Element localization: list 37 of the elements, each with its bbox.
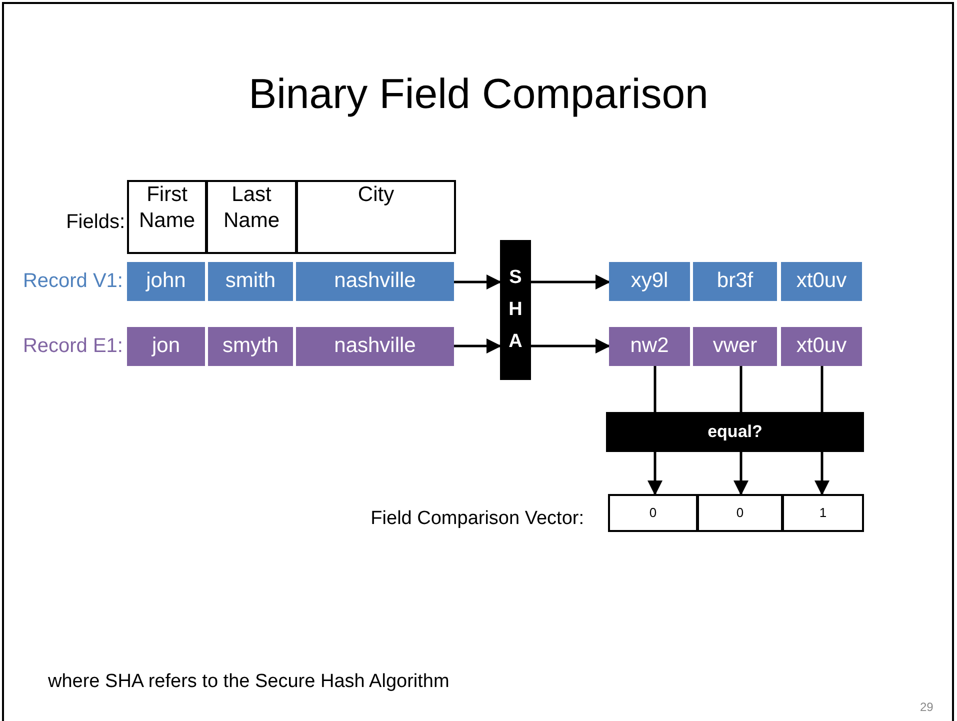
arrow [531,274,610,290]
row-label: Record V1: [22,270,123,293]
connector-line [654,366,656,412]
row-label: Fields: [66,211,125,234]
slide-title: Binary Field Comparison [248,70,710,118]
arrow [734,452,748,496]
vector-label: Field Comparison Vector: [370,508,584,530]
row-label: Record E1: [22,335,123,358]
record-field: smith [208,262,293,301]
connector-line [740,366,742,412]
arrow [648,452,662,496]
record-field: jon [127,327,205,366]
field-header: City [296,180,456,254]
vector-value: 0 [608,494,698,532]
hash-value: br3f [693,262,777,301]
hash-value: xy9l [609,262,690,301]
hash-function-block: S H A [500,240,531,380]
arrow [454,274,502,290]
arrow [814,452,830,496]
vector-value: 0 [697,494,783,532]
hash-value: nw2 [609,327,690,366]
record-field: smyth [208,327,293,366]
record-field: nashville [296,327,454,366]
arrow [454,338,502,354]
record-field: nashville [296,262,454,301]
hash-value: vwer [693,327,777,366]
connector-line [820,366,824,412]
page-number: 29 [920,700,934,714]
hash-value: xt0uv [781,327,862,366]
vector-value: 1 [782,494,864,532]
field-header: Last Name [206,180,297,254]
hash-value: xt0uv [781,262,862,301]
footnote: where SHA refers to the Secure Hash Algorithm [48,671,450,693]
field-header: First Name [127,180,207,254]
record-field: john [127,262,205,301]
comparison-bar: equal? [606,412,864,452]
arrow [531,338,610,354]
